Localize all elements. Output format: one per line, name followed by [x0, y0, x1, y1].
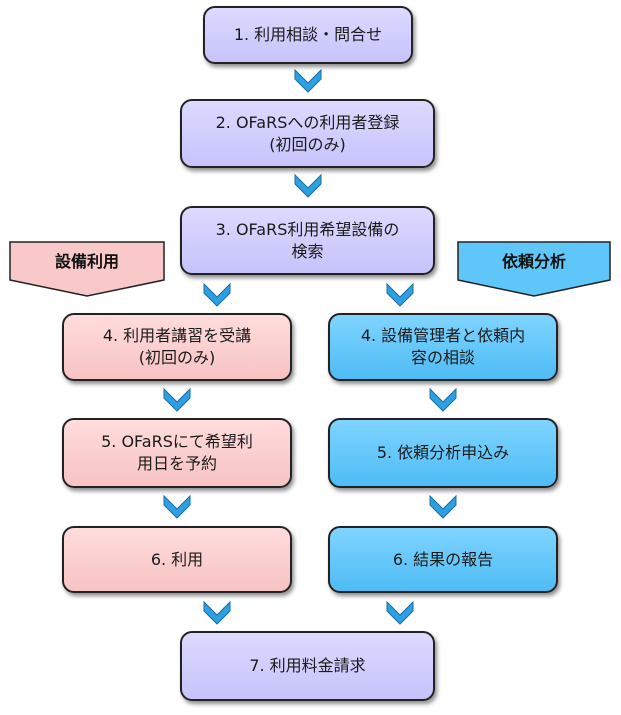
step-7-line-1: 7. 利用料金請求 [249, 656, 366, 675]
step-2-line-1: 2. OFaRSへの利用者登録 [215, 112, 400, 132]
tag-request-analysis: 依頼分析 [456, 240, 612, 298]
step-4b-line-1: 4. 設備管理者と依頼内 [360, 326, 526, 345]
step-4a-box: 4. 利用者講習を受講 (初回のみ) [62, 313, 292, 381]
arrow-3-to-4b-icon [386, 282, 414, 307]
step-2-box: 2. OFaRSへの利用者登録 (初回のみ) [180, 99, 435, 168]
step-5b-line-1: 5. 依頼分析申込み [376, 443, 510, 462]
step-5a-line-1: 5. OFaRSにて希望利 [101, 432, 253, 451]
step-5a-box: 5. OFaRSにて希望利 用日を予約 [62, 418, 292, 488]
step-6b-box: 6. 結果の報告 [328, 526, 558, 593]
step-1-box: 1. 利用相談・問合せ [203, 6, 413, 64]
tag-equipment-use-label: 設備利用 [54, 252, 119, 271]
arrow-4b-to-5b-icon [429, 387, 457, 412]
arrow-6b-to-7-icon [386, 600, 414, 625]
arrow-2-to-3-icon [294, 173, 322, 198]
arrow-4a-to-5a-icon [163, 387, 191, 412]
step-6a-line-1: 6. 利用 [150, 549, 204, 569]
step-4a-line-1: 4. 利用者講習を受講 [102, 326, 252, 345]
step-1-line-1: 1. 利用相談・問合せ [233, 25, 383, 44]
arrow-6a-to-7-icon [203, 600, 231, 625]
arrow-3-to-4a-icon [203, 282, 231, 307]
tag-request-analysis-label: 依頼分析 [501, 252, 566, 271]
step-4b-line-2: 容の相談 [410, 348, 475, 367]
step-3-box: 3. OFaRS利用希望設備の 検索 [180, 206, 435, 275]
step-6a-box: 6. 利用 [62, 526, 292, 593]
arrow-5a-to-6a-icon [163, 494, 191, 519]
arrow-1-to-2-icon [294, 68, 322, 93]
step-3-line-1: 3. OFaRS利用希望設備の [215, 219, 400, 239]
tag-equipment-use: 設備利用 [8, 240, 166, 298]
step-3-line-2: 検索 [291, 241, 324, 261]
step-6b-line-1: 6. 結果の報告 [392, 549, 494, 569]
arrow-5b-to-6b-icon [429, 494, 457, 519]
step-4b-box: 4. 設備管理者と依頼内 容の相談 [328, 313, 558, 381]
step-7-box: 7. 利用料金請求 [180, 631, 435, 701]
step-5b-box: 5. 依頼分析申込み [328, 418, 558, 488]
step-5a-line-2: 用日を予約 [136, 454, 217, 473]
step-2-line-2: (初回のみ) [269, 134, 346, 154]
step-4a-line-2: (初回のみ) [138, 348, 216, 367]
